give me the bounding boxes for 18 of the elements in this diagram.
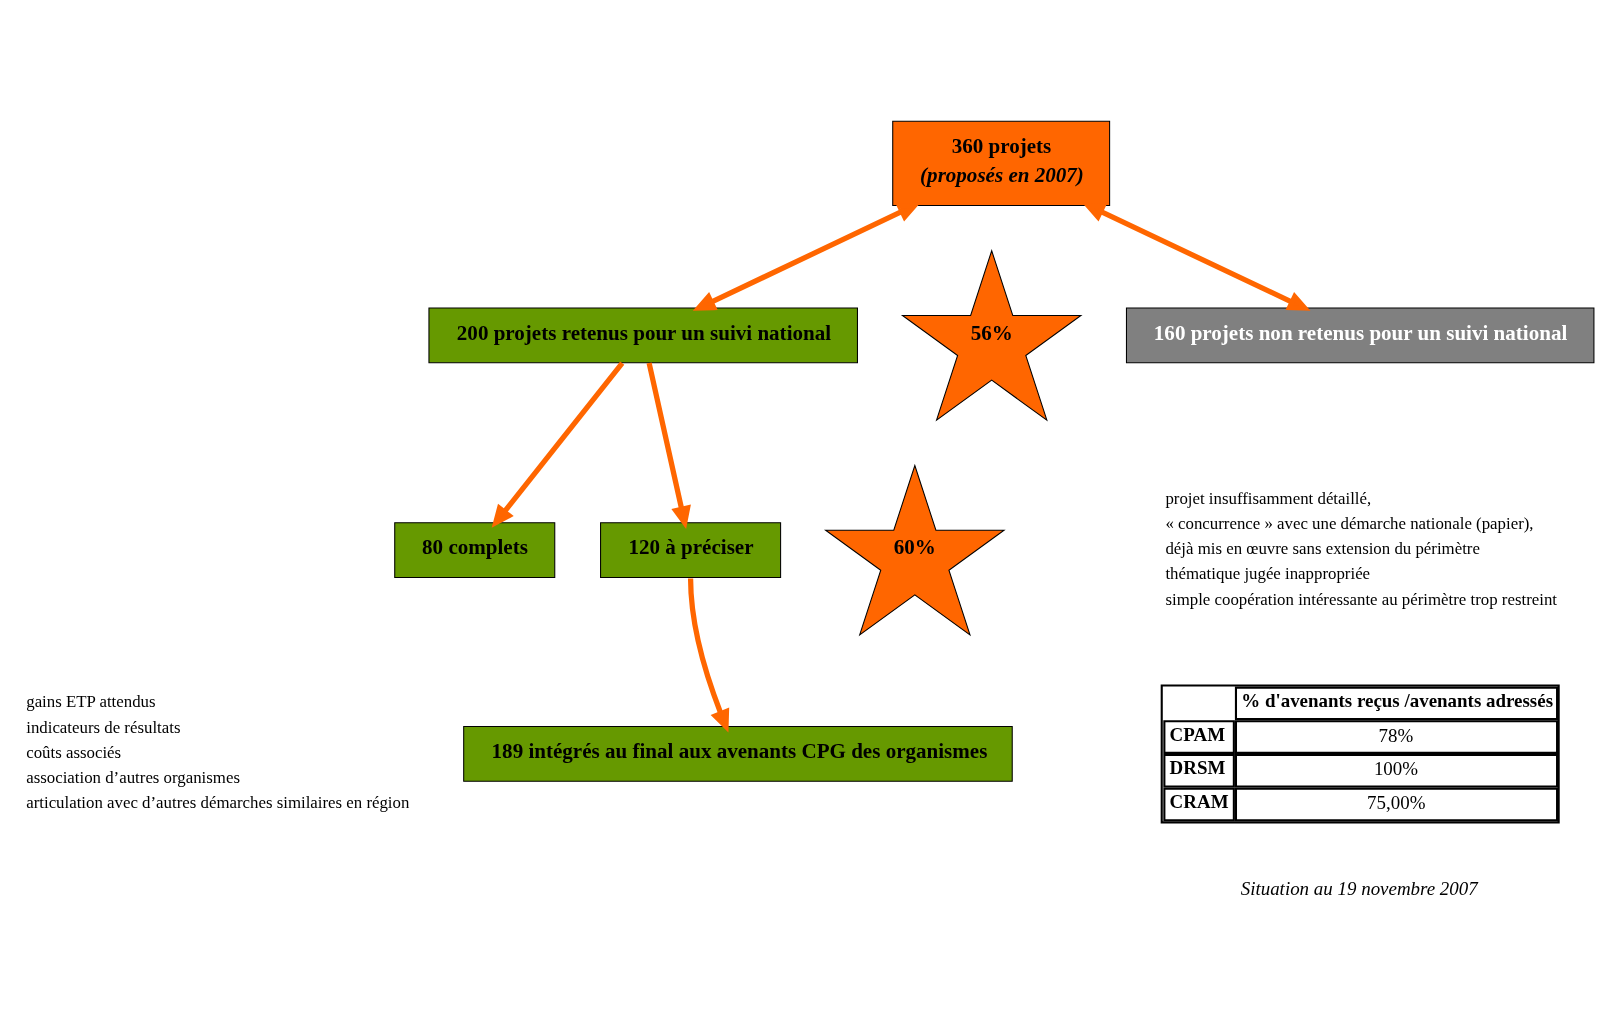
label: Situation au 19 novembre 2007 (1240, 877, 1478, 899)
node-label: déjà mis en œuvre sans extension du périmètre (1165, 538, 1480, 558)
node-label: simple coopération intéressante au périmètre trop restreint (1165, 589, 1557, 609)
label: 78% (1378, 724, 1414, 746)
node-label: articulation avec d’autres démarches similaires en région (26, 792, 410, 812)
label: CRAM (1169, 790, 1229, 812)
label: DRSM (1169, 756, 1226, 778)
node-label: gains ETP attendus (26, 691, 156, 711)
node-label: association d’autres organismes (26, 767, 240, 787)
label: 75,00% (1367, 791, 1426, 813)
label: 100% (1373, 757, 1419, 779)
node-label: « concurrence » avec une démarche nationale (papier), (1165, 513, 1534, 533)
node-label: thématique jugée inappropriée (1165, 563, 1371, 583)
label: % d'avenants reçus /avenants adressés (1241, 689, 1554, 711)
label: CPAM (1169, 723, 1226, 745)
node-label: coûts associés (26, 742, 122, 762)
node-label: projet insuffisamment détaillé, (1165, 488, 1372, 508)
node-label: indicateurs de résultats (26, 717, 181, 737)
